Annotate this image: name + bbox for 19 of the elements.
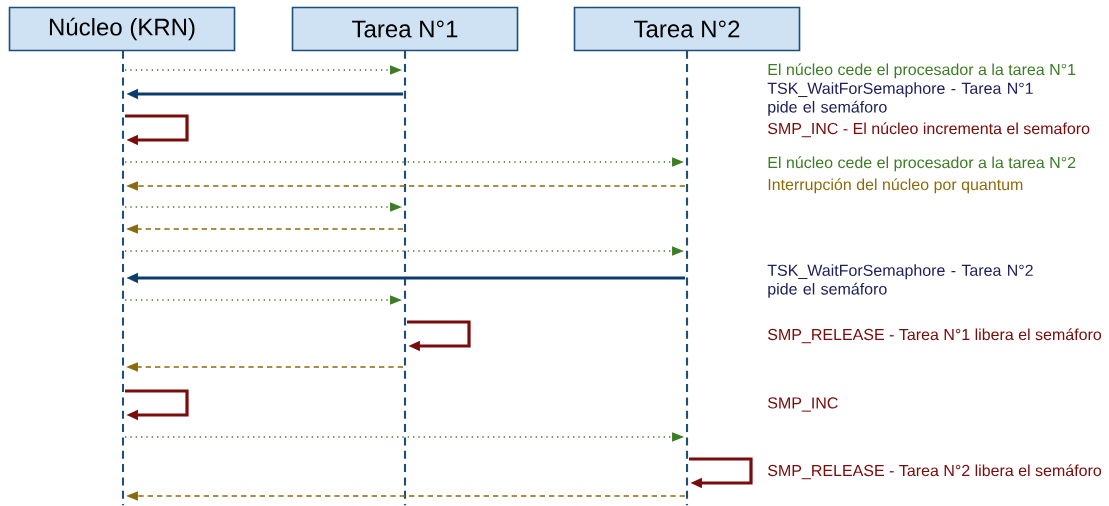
message-note: SMP_RELEASE - Tarea N°2 libera el semáforo xyxy=(768,464,1102,480)
message-note: SMP_INC xyxy=(768,397,838,412)
message-note: Interrupción del núcleo por quantum xyxy=(768,178,1023,194)
lifeline xyxy=(403,50,407,506)
self-message-arrow xyxy=(125,114,189,146)
self-message-arrow xyxy=(407,320,471,352)
lifeline-header: Núcleo (KRN) xyxy=(8,6,236,52)
message-note: SMP_INC - El núcleo incrementa el semaforo xyxy=(768,122,1090,138)
message-note: El núcleo cede el procesador a la tarea N°2 xyxy=(768,156,1076,172)
message-note: SMP_RELEASE - Tarea N°1 libera el semáforo xyxy=(768,328,1102,344)
message-note: TSK_WaitForSemaphore - Tarea N°2 pide el semáforo xyxy=(767,264,1033,298)
self-message-arrow xyxy=(125,389,189,421)
self-message-arrow xyxy=(689,457,753,489)
lifeline xyxy=(685,50,689,506)
lifeline-header: Tarea N°1 xyxy=(291,6,519,52)
lifeline-header: Tarea N°2 xyxy=(573,6,801,52)
lifeline xyxy=(121,50,125,506)
message-note: TSK_WaitForSemaphore - Tarea N°1 pide el semáforo xyxy=(767,82,1033,116)
message-note: El núcleo cede el procesador a la tarea N°1 xyxy=(768,63,1076,79)
